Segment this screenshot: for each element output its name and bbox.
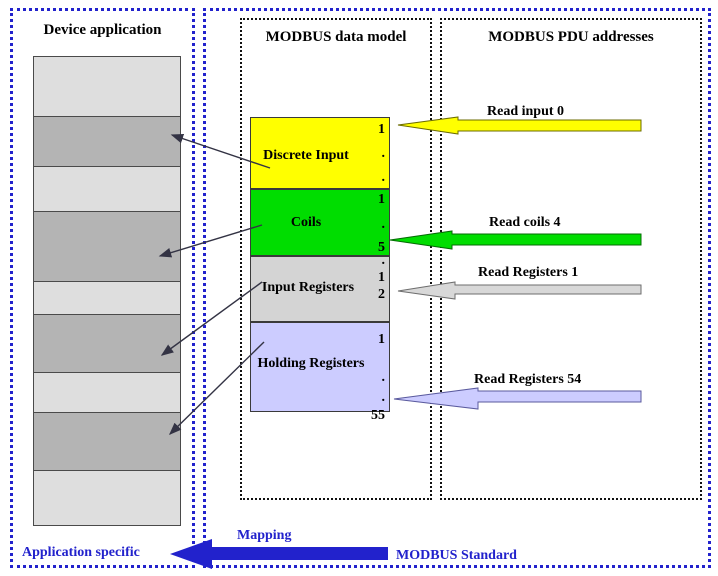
device-application-title: Device application [43, 22, 162, 38]
device-cell-7 [34, 373, 180, 413]
pdu-label-read-registers-54: Read Registers 54 [474, 372, 582, 387]
addr-pre: . [381, 253, 386, 268]
pdu-label-read-coils-4: Read coils 4 [489, 215, 561, 230]
legend-mapping: Mapping [237, 528, 292, 543]
addr-mid: 2 [378, 287, 385, 302]
data-model-block-coils: Coils 1 . 5 [250, 189, 390, 256]
data-model-block-holding-registers: Holding Registers 1 . . 55 [250, 322, 390, 423]
pdu-label-read-input-0: Read input 0 [487, 104, 565, 119]
data-model-block-input-registers-addresses: . 1 2 . [351, 254, 385, 330]
pdu-addresses-panel [440, 18, 702, 500]
device-cell-4 [34, 212, 180, 282]
addr-mid-2: . [381, 170, 386, 185]
data-model-panel [240, 18, 432, 500]
data-model-block-holding-registers-label: Holding Registers [257, 356, 365, 371]
device-cell-3 [34, 167, 180, 212]
pdu-label-read-registers-1: Read Registers 1 [478, 265, 579, 280]
device-cell-2 [34, 117, 180, 167]
data-model-block-discrete-input: Discrete Input 1 . . . [250, 117, 390, 209]
device-cell-5 [34, 282, 180, 315]
device-cell-1 [34, 57, 180, 117]
addr-mid-1: . [381, 146, 386, 161]
data-model-title: MODBUS data model [265, 29, 407, 45]
addr-start: 1 [378, 122, 385, 137]
device-cell-9 [34, 471, 180, 525]
addr-end: 55 [371, 408, 385, 423]
addr-end: 5 [378, 240, 385, 255]
addr-mid-2: . [381, 390, 386, 405]
data-model-block-holding-registers-addresses: 1 . . 55 [351, 333, 385, 423]
legend-application-specific: Application specific [22, 545, 140, 560]
data-model-block-input-registers-label: Input Registers [261, 280, 355, 295]
addr-start: 1 [378, 270, 385, 285]
addr-mid-1: . [381, 217, 386, 232]
data-model-block-coils-addresses: 1 . 5 [351, 193, 385, 255]
legend-modbus-standard: MODBUS Standard [396, 548, 517, 563]
device-cell-6 [34, 315, 180, 373]
pdu-addresses-title: MODBUS PDU addresses [488, 29, 654, 45]
device-application-stack [33, 56, 181, 526]
data-model-block-coils-label: Coils [290, 215, 322, 230]
addr-start: 1 [378, 192, 385, 207]
device-cell-8 [34, 413, 180, 471]
data-model-block-discrete-input-label: Discrete Input [263, 148, 349, 163]
addr-mid-1: . [381, 370, 386, 385]
addr-start: 1 [378, 332, 385, 347]
data-model-block-input-registers: Input Registers . 1 2 . [250, 254, 390, 330]
